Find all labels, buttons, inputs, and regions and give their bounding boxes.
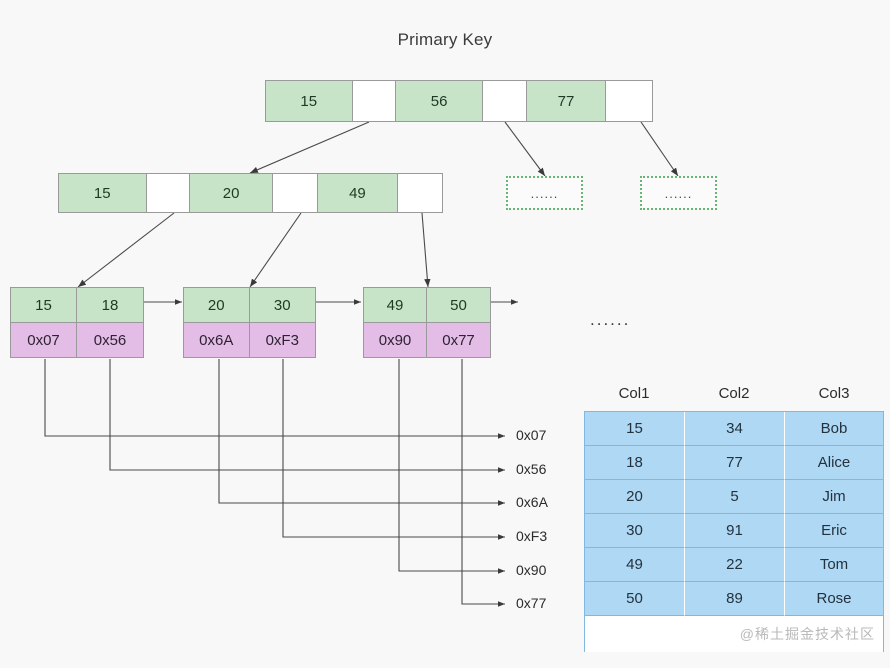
table-header-col2: Col2 [718, 384, 750, 402]
table-cell-col1: 50 [585, 582, 685, 616]
internal-node[interactable]: 15 20 49 [58, 173, 443, 213]
table-cell-col1: 18 [585, 446, 685, 480]
table-cell-col1: 49 [585, 548, 685, 582]
root-pointer-2[interactable] [606, 81, 653, 121]
table-cell-col2: 34 [685, 412, 785, 446]
internal-key-2: 49 [317, 174, 399, 212]
internal-pointer-1[interactable] [272, 174, 318, 212]
leaf-1-addr-1: 0x56 [77, 323, 143, 357]
table-cell-col1: 20 [585, 480, 685, 514]
leaf-2-key-0: 20 [184, 288, 250, 322]
leaf-node-1[interactable]: 15 18 0x07 0x56 [10, 287, 144, 358]
table-cell-col2: 22 [685, 548, 785, 582]
table-cell-col3: Eric [785, 514, 883, 548]
table-cell-col1: 30 [585, 514, 685, 548]
root-key-2: 77 [526, 81, 607, 121]
data-table: 15 34 Bob 18 77 Alice 20 5 Jim 30 91 Eri… [584, 411, 884, 652]
page-title: Primary Key [397, 30, 493, 49]
address-label-0x90: 0x90 [516, 562, 547, 578]
table-footer: @稀土掘金技术社区 [585, 616, 883, 652]
table-row[interactable]: 18 77 Alice [585, 446, 883, 480]
leaf-1-addrs: 0x07 0x56 [11, 323, 143, 357]
table-header-col1: Col1 [618, 384, 650, 402]
root-pointer-1[interactable] [482, 81, 527, 121]
address-label-0x07: 0x07 [516, 427, 547, 443]
table-row[interactable]: 50 89 Rose [585, 582, 883, 616]
ellipsis-box-left: ...... [506, 176, 583, 210]
leaf-2-key-1: 30 [249, 288, 315, 322]
table-cell-col2: 5 [685, 480, 785, 514]
root-key-1: 56 [396, 81, 483, 121]
table-row[interactable]: 20 5 Jim [585, 480, 883, 514]
leaf-3-addr-0: 0x90 [364, 323, 427, 357]
table-cell-col2: 77 [685, 446, 785, 480]
internal-pointer-2[interactable] [398, 174, 442, 212]
table-cell-col3: Jim [785, 480, 883, 514]
table-cell-col3: Tom [785, 548, 883, 582]
leaf-1-addr-0: 0x07 [11, 323, 77, 357]
table-cell-col1: 15 [585, 412, 685, 446]
internal-key-1: 20 [190, 174, 273, 212]
leaf-2-keys: 20 30 [184, 288, 315, 323]
ellipsis-box-right: ...... [640, 176, 717, 210]
table-cell-col2: 91 [685, 514, 785, 548]
table-header-col3: Col3 [818, 384, 850, 402]
address-label-0xF3: 0xF3 [516, 528, 548, 544]
leaf-3-key-1: 50 [427, 288, 490, 322]
table-cell-col2: 89 [685, 582, 785, 616]
root-key-0: 15 [266, 81, 353, 121]
leaf-1-keys: 15 18 [11, 288, 143, 323]
table-row[interactable]: 49 22 Tom [585, 548, 883, 582]
table-row[interactable]: 30 91 Eric [585, 514, 883, 548]
address-label-0x6A: 0x6A [516, 494, 548, 510]
address-label-0x77: 0x77 [516, 595, 547, 611]
table-cell-col3: Rose [785, 582, 883, 616]
leaf-2-addrs: 0x6A 0xF3 [184, 323, 315, 357]
table-cell-col3: Alice [785, 446, 883, 480]
leaf-1-key-1: 18 [77, 288, 143, 322]
leaf-3-key-0: 49 [364, 288, 427, 322]
table-cell-col3: Bob [785, 412, 883, 446]
leaf-2-addr-1: 0xF3 [249, 323, 315, 357]
leaf-2-addr-0: 0x6A [184, 323, 250, 357]
root-pointer-0[interactable] [352, 81, 397, 121]
watermark-text: @稀土掘金技术社区 [739, 626, 875, 642]
leaf-3-addrs: 0x90 0x77 [364, 323, 490, 357]
leaf-3-addr-1: 0x77 [427, 323, 490, 357]
leaf-1-key-0: 15 [11, 288, 77, 322]
leaf-node-3[interactable]: 49 50 0x90 0x77 [363, 287, 491, 358]
internal-key-0: 15 [59, 174, 147, 212]
leaf-node-2[interactable]: 20 30 0x6A 0xF3 [183, 287, 316, 358]
table-row[interactable]: 15 34 Bob [585, 412, 883, 446]
leaf-chain-ellipsis: ...... [590, 310, 631, 329]
root-node[interactable]: 15 56 77 [265, 80, 653, 122]
address-label-0x56: 0x56 [516, 461, 547, 477]
leaf-3-keys: 49 50 [364, 288, 490, 323]
internal-pointer-0[interactable] [146, 174, 191, 212]
table-header: Col1 Col2 Col3 [584, 380, 884, 406]
